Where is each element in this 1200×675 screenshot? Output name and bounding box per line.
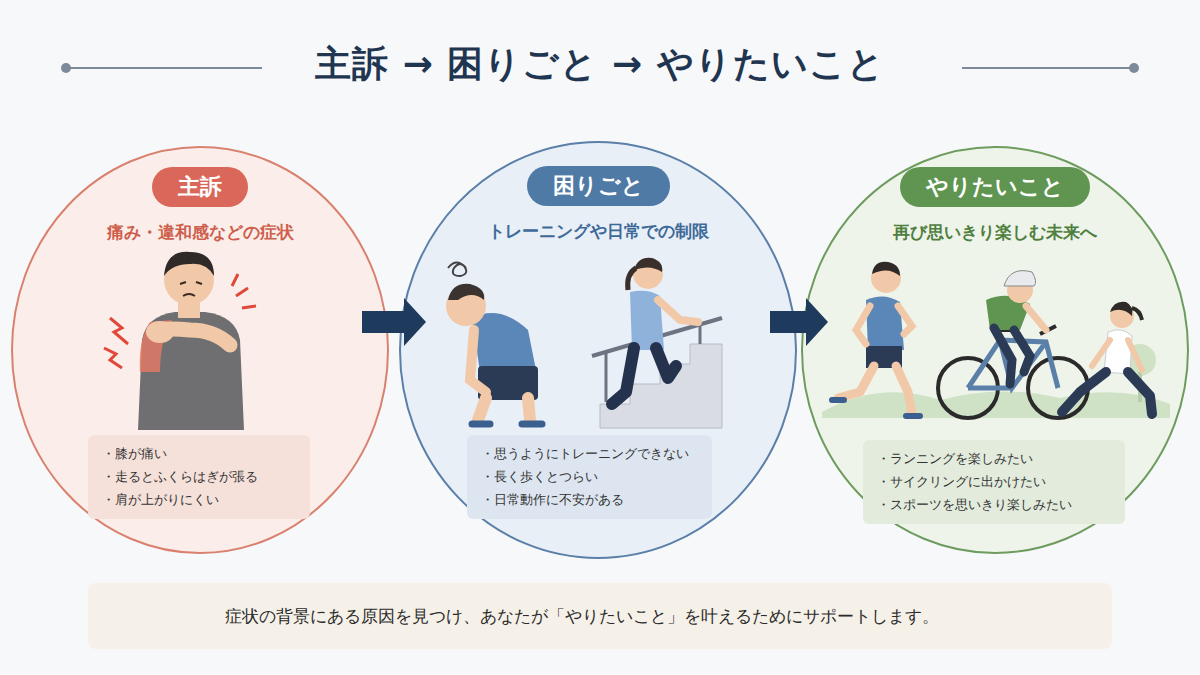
stage-circle: 痛み・違和感などの症状主訴・膝が痛い・走るとふくらはぎが張る・肩が上がりにくい bbox=[10, 145, 390, 555]
tired-figure bbox=[446, 262, 542, 424]
flow-arrow bbox=[770, 298, 828, 346]
bullet-item: ・思うようにトレーニングできない bbox=[481, 443, 698, 466]
bullet-box: ・思うようにトレーニングできない・長く歩くとつらい・日常動作に不安がある bbox=[467, 435, 712, 519]
bullet-item: ・膝が痛い bbox=[102, 443, 296, 466]
sports-figures bbox=[822, 262, 1170, 418]
stage-label: 困りごと bbox=[527, 166, 670, 206]
bullet-item: ・ランニングを楽しみたい bbox=[877, 448, 1111, 471]
message-text: 症状の背景にある原因を見つけ、あなたが「やりたいこと」を叶えるためにサポートしま… bbox=[225, 605, 1102, 628]
stage-name: 困りごと bbox=[553, 173, 644, 198]
rule-dot bbox=[1129, 63, 1139, 73]
rule-line bbox=[66, 67, 262, 69]
rule-dot bbox=[61, 63, 71, 73]
pain-figure bbox=[104, 252, 256, 430]
flow-arrow bbox=[362, 298, 426, 346]
bullet-box: ・ランニングを楽しみたい・サイクリングに出かけたい・スポーツを思いきり楽しみたい bbox=[863, 440, 1125, 524]
arrow-shaft bbox=[770, 311, 807, 333]
stage-label: 主訴 bbox=[152, 167, 248, 207]
arrow-head bbox=[404, 298, 426, 346]
bullet-box: ・膝が痛い・走るとふくらはぎが張る・肩が上がりにくい bbox=[88, 435, 310, 519]
arrow-head bbox=[806, 298, 828, 346]
stage-subtitle: 痛み・違和感などの症状 bbox=[10, 221, 390, 244]
stairs-figure bbox=[592, 258, 722, 428]
stage-label: やりたいこと bbox=[900, 167, 1090, 207]
bullet-item: ・走るとふくらはぎが張る bbox=[102, 466, 296, 489]
bullet-item: ・サイクリングに出かけたい bbox=[877, 471, 1111, 494]
stage-subtitle: 再び思いきり楽しむ未来へ bbox=[800, 221, 1190, 244]
rule-line bbox=[962, 67, 1134, 69]
stage-name: やりたいこと bbox=[926, 174, 1064, 199]
bullet-item: ・日常動作に不安がある bbox=[481, 489, 698, 512]
bullet-item: ・スポーツを思いきり楽しみたい bbox=[877, 494, 1111, 517]
diagram-title: 主訴 → 困りごと → やりたいこと bbox=[0, 40, 1200, 89]
bullet-item: ・肩が上がりにくい bbox=[102, 489, 296, 512]
stage-circle: トレーニングや日常での制限困りごと・思うようにトレーニングできない・長く歩くとつ… bbox=[398, 140, 798, 560]
arrow-shaft bbox=[362, 311, 405, 333]
stage-circle: 再び思いきり楽しむ未来へやりたいこと・ランニングを楽しみたい・サイクリングに出か… bbox=[800, 145, 1190, 555]
stage-name: 主訴 bbox=[178, 174, 222, 199]
stage-subtitle: トレーニングや日常での制限 bbox=[398, 220, 798, 243]
message-band: 症状の背景にある原因を見つけ、あなたが「やりたいこと」を叶えるためにサポートしま… bbox=[88, 583, 1112, 649]
bullet-item: ・長く歩くとつらい bbox=[481, 466, 698, 489]
